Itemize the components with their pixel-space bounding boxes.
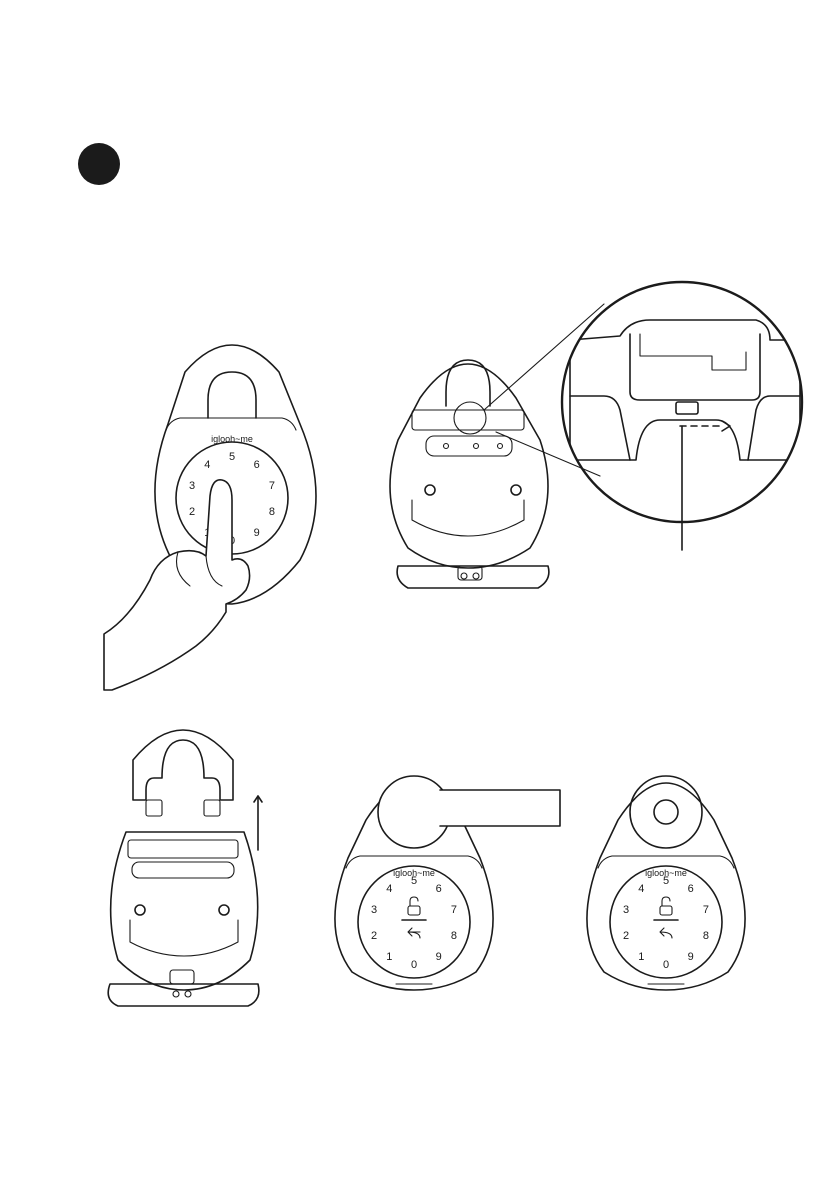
keypad-digit-4: 4 [386,883,392,895]
keypad-digit-2: 2 [623,930,629,942]
figure-open-lock [390,282,802,588]
keypad-digit-3: 3 [189,480,195,492]
keypad-digits: 5 67 89 0 12 34 [623,875,709,971]
keypad-digit-9: 9 [688,951,694,963]
keypad-digit-3: 3 [371,904,377,916]
unlock-icon [408,897,420,915]
keypad-digit-5: 5 [411,875,417,887]
keypad-digit-0: 0 [411,959,417,971]
keypad-digit-6: 6 [254,459,260,471]
keypad-digit-7: 7 [703,904,709,916]
keypad-digit-5: 5 [229,451,235,463]
keypad-digit-3: 3 [623,904,629,916]
keypad-digit-2: 2 [189,506,195,518]
keypad-digit-7: 7 [269,480,275,492]
keypad-digit-9: 9 [254,527,260,539]
keypad-digit-5: 5 [663,875,669,887]
keypad-digit-6: 6 [688,883,694,895]
keypad-digit-7: 7 [451,904,457,916]
keypad-digit-0: 0 [663,959,669,971]
keypad-digit-4: 4 [204,459,210,471]
keypad-digit-1: 1 [638,951,644,963]
keypad-digit-9: 9 [436,951,442,963]
keypad-digit-4: 4 [638,883,644,895]
keypad-digit-8: 8 [451,930,457,942]
back-arrow-icon [660,928,672,938]
figure-shackle-removed [108,730,262,1006]
keypad-digits: 5 67 89 0 12 34 [371,875,457,971]
keypad-digit-8: 8 [269,506,275,518]
keypad-digit-6: 6 [436,883,442,895]
keypad-digit-8: 8 [703,930,709,942]
unlock-icon [660,897,672,915]
keypad-digit-1: 1 [386,951,392,963]
keypad-digit-2: 2 [371,930,377,942]
back-arrow-icon [408,928,420,938]
